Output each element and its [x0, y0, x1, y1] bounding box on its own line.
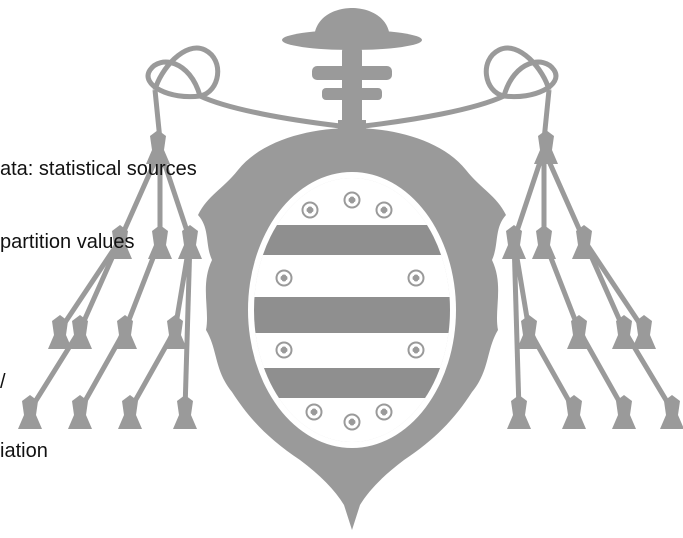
text-fragment-2: partition values — [0, 231, 135, 253]
hat-and-cross-icon — [282, 8, 422, 132]
text-fragment-3: / — [0, 371, 6, 393]
cords-and-tassels-icon — [27, 45, 675, 412]
text-fragment-1: ata: statistical sources — [0, 158, 197, 180]
shield-bands-icon — [254, 178, 450, 442]
text-fragment-4: iation — [0, 440, 48, 462]
